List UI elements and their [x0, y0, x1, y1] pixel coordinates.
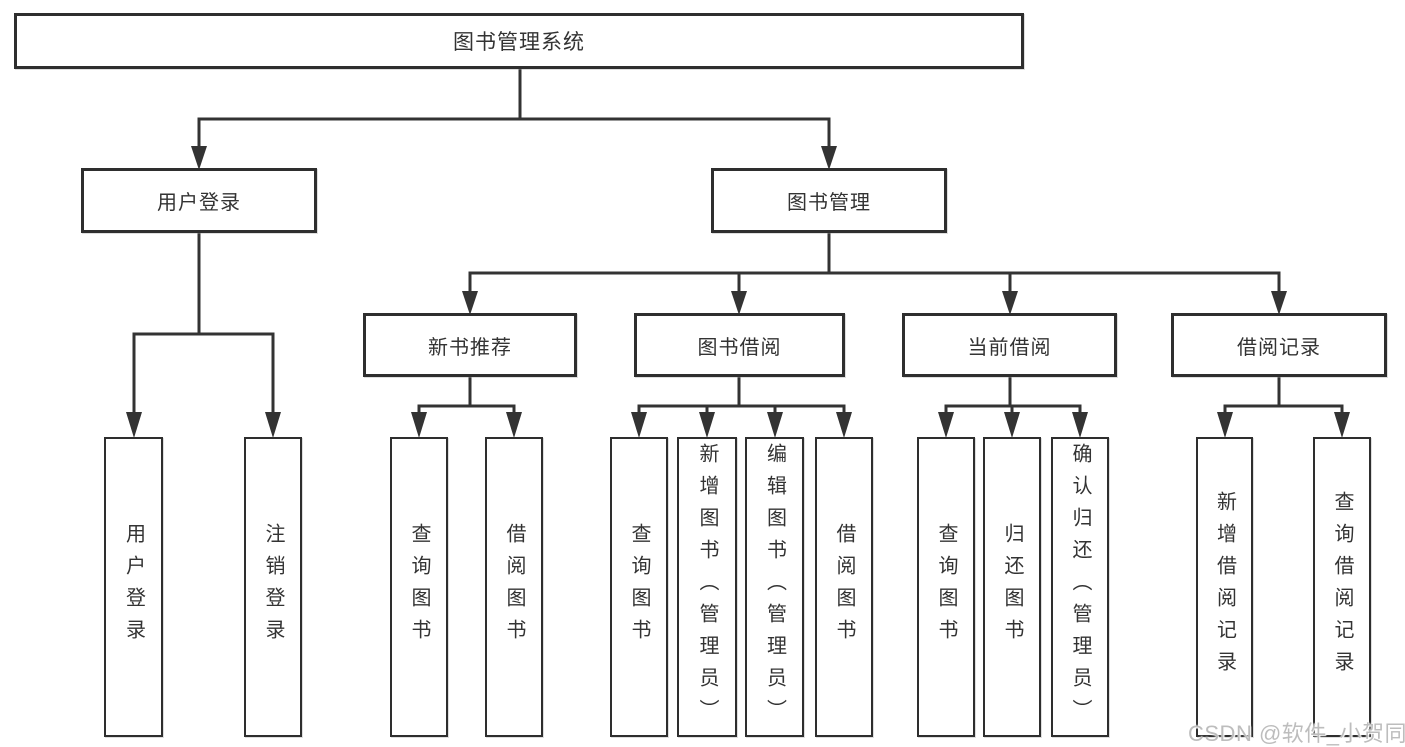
leaf-user-login: 用户登录	[104, 437, 163, 737]
leaf-add-borrow-record: 新增借阅记录	[1196, 437, 1253, 737]
leaf-return-books: 归还图书	[983, 437, 1041, 737]
leaf-edit-book-admin: 编辑图书（管理员）	[745, 437, 804, 737]
node-user-login: 用户登录	[81, 168, 317, 233]
leaf-query-borrow-record-label: 查询借阅记录	[1331, 491, 1353, 683]
leaf-recommend-query-books: 查询图书	[390, 437, 448, 737]
node-new-book-recommend: 新书推荐	[363, 313, 577, 377]
leaf-logout: 注销登录	[244, 437, 302, 737]
leaf-current-query-books: 查询图书	[917, 437, 975, 737]
leaf-edit-book-admin-label: 编辑图书（管理员）	[763, 443, 786, 731]
node-book-borrow: 图书借阅	[634, 313, 845, 377]
leaf-borrow-query-books: 查询图书	[610, 437, 668, 737]
leaf-add-book-admin-label: 新增图书（管理员）	[696, 443, 718, 731]
leaf-logout-label: 注销登录	[262, 523, 284, 651]
leaf-add-borrow-record-label: 新增借阅记录	[1213, 491, 1236, 683]
leaf-recommend-borrow-books: 借阅图书	[485, 437, 543, 737]
leaf-confirm-return-admin: 确认归还（管理员）	[1051, 437, 1109, 737]
csdn-watermark: CSDN @软件_小贺同学	[1188, 721, 1405, 746]
leaf-recommend-borrow-books-label: 借阅图书	[503, 523, 525, 651]
leaf-recommend-query-books-label: 查询图书	[408, 523, 430, 651]
leaf-add-book-admin: 新增图书（管理员）	[677, 437, 737, 737]
leaf-borrow-query-books-label: 查询图书	[628, 523, 650, 651]
node-root-system: 图书管理系统	[14, 13, 1024, 69]
leaf-borrow-borrow-books: 借阅图书	[815, 437, 873, 737]
leaf-confirm-return-admin-label: 确认归还（管理员）	[1069, 443, 1091, 731]
node-book-management: 图书管理	[711, 168, 947, 233]
node-borrow-records: 借阅记录	[1171, 313, 1387, 377]
leaf-borrow-borrow-books-label: 借阅图书	[833, 523, 855, 651]
leaf-query-borrow-record: 查询借阅记录	[1313, 437, 1371, 737]
leaf-user-login-label: 用户登录	[122, 523, 145, 651]
node-current-borrow: 当前借阅	[902, 313, 1117, 377]
leaf-current-query-books-label: 查询图书	[935, 523, 957, 651]
leaf-return-books-label: 归还图书	[1001, 523, 1023, 651]
